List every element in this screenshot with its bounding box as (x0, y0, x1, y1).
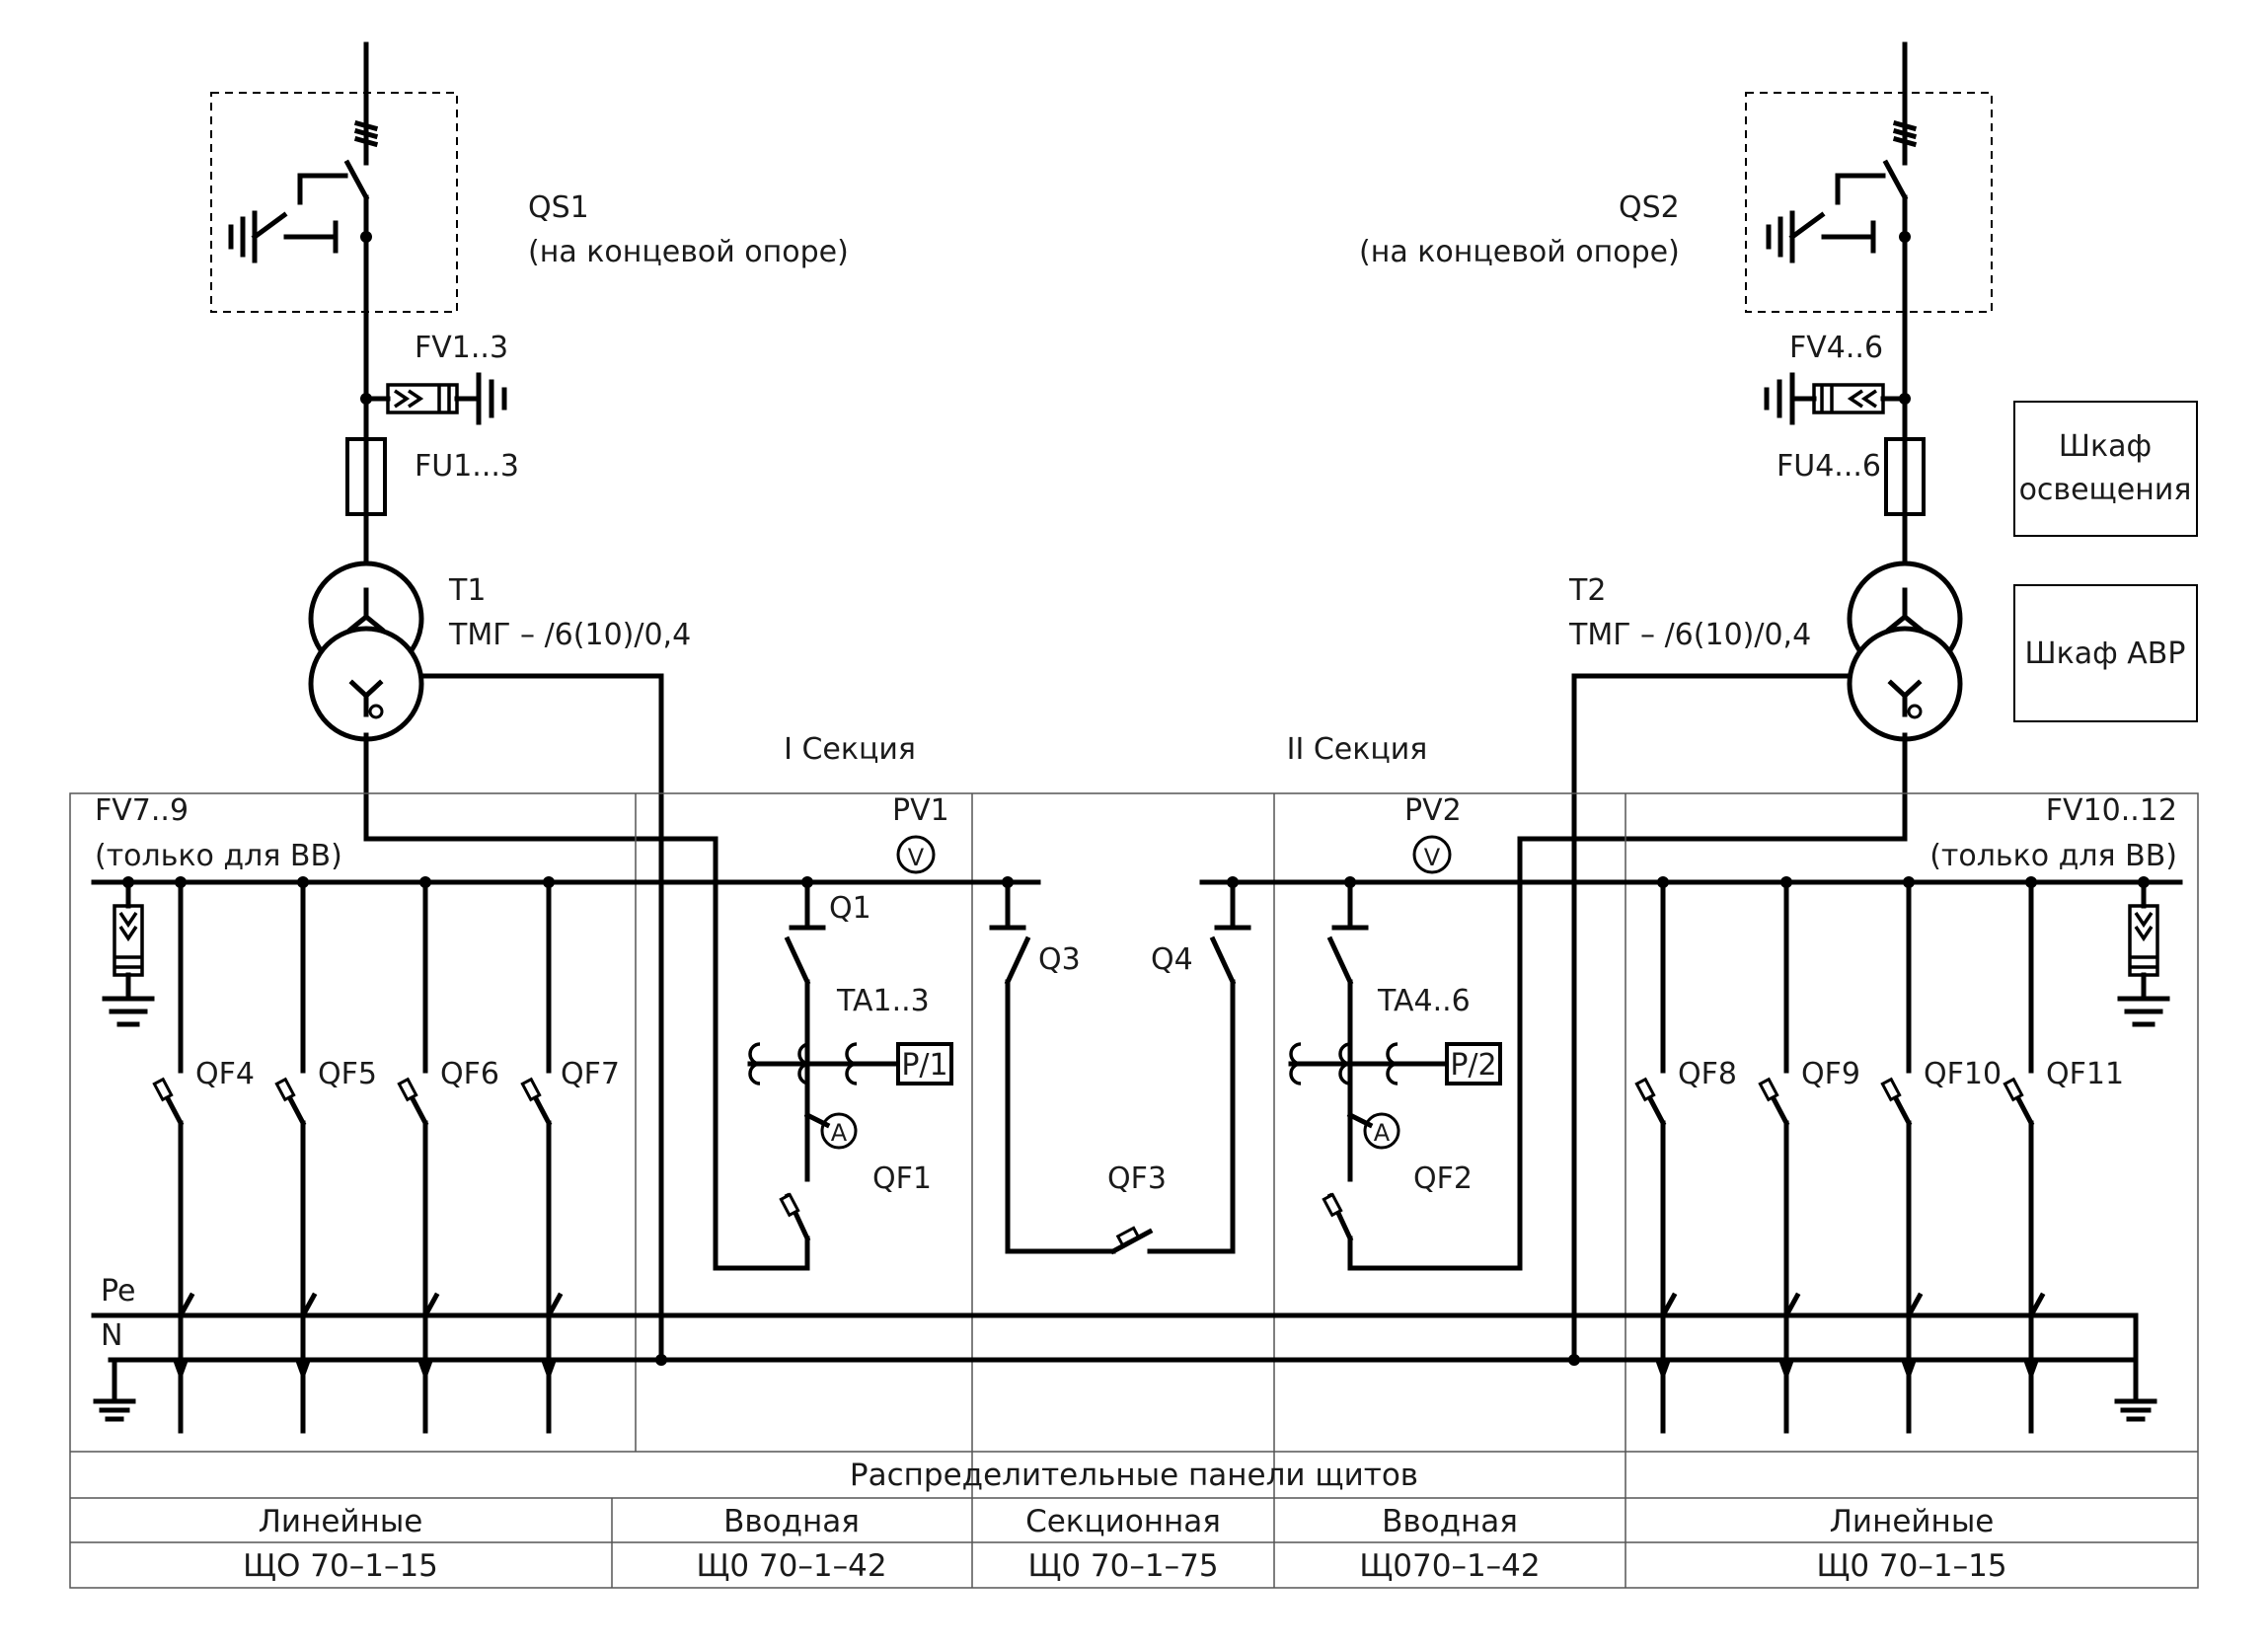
q3-label: Q3 (1038, 942, 1081, 977)
t1-label: T1 (448, 573, 486, 608)
code-cell-3: Щ0 70–1–75 (1027, 1548, 1218, 1584)
fv1-label: FV1..3 (415, 331, 508, 365)
fv4-label: FV4..6 (1789, 331, 1883, 365)
p2-label: P/2 (1450, 1048, 1496, 1083)
section-2-label: II Секция (1287, 732, 1428, 767)
qf8-label: QF8 (1678, 1057, 1737, 1091)
lighting-cabinet-line1: Шкаф (2059, 429, 2152, 464)
feeder-qf4 (152, 879, 195, 1434)
type-cell-2: Вводная (723, 1504, 860, 1539)
feeder-qf9 (1758, 879, 1801, 1434)
qf1-label: QF1 (872, 1161, 932, 1196)
left-pe-earth (93, 1357, 136, 1422)
fu1-label: FU1...3 (415, 449, 519, 484)
avr-cabinet-label: Шкаф АВР (2025, 636, 2186, 671)
fv7-label: FV7..9 (95, 793, 189, 828)
ammeter-2: A (1374, 1119, 1391, 1147)
code-cell-4: Щ070–1–42 (1359, 1548, 1540, 1584)
p1-label: P/1 (901, 1048, 947, 1083)
fv1-arrester (363, 372, 507, 425)
panel-grid (69, 792, 2199, 1589)
type-cell-4: Вводная (1382, 1504, 1518, 1539)
table-header: Распределительные панели щитов (850, 1458, 1418, 1493)
incomer-2: V P/2 A (1288, 835, 1502, 1242)
qs2-label: QS2 (1619, 190, 1680, 225)
type-cell-5: Линейные (1830, 1504, 1995, 1539)
fv7-arrester (102, 879, 155, 1027)
type-cell-3: Секционная (1025, 1504, 1221, 1539)
incomer-1: V P/1 A (747, 835, 953, 1242)
t1-neutral (418, 673, 664, 1363)
lighting-cabinet-line2: освещения (2019, 473, 2192, 507)
t1-type: ТМГ – /6(10)/0,4 (448, 618, 691, 652)
qf5-label: QF5 (318, 1057, 377, 1091)
pv1-v: V (908, 844, 925, 871)
pv1-label: PV1 (892, 793, 949, 828)
qf7-label: QF7 (561, 1057, 620, 1091)
pe-label: Pe (101, 1274, 135, 1309)
t1-transformer (308, 561, 424, 742)
code-cell-2: Щ0 70–1–42 (696, 1548, 886, 1584)
avr-cabinet (2013, 584, 2198, 722)
t2-transformer (1847, 561, 1963, 742)
qf6-label: QF6 (440, 1057, 499, 1091)
feeder-qf6 (397, 879, 440, 1434)
t2-neutral (1571, 673, 1852, 1363)
sectional-panel (989, 879, 1251, 1255)
fv4-arrester (1764, 372, 1908, 425)
pv2-label: PV2 (1404, 793, 1462, 828)
qs2-earth-switch (1766, 173, 1886, 263)
feeder-qf11 (2003, 879, 2046, 1434)
qs1-earth-switch (228, 173, 348, 263)
t2-type: ТМГ – /6(10)/0,4 (1568, 618, 1811, 652)
fv10-note: (только для ВВ) (1929, 839, 2177, 873)
q4-label: Q4 (1151, 942, 1193, 977)
feeder-qf8 (1634, 879, 1678, 1434)
qs2-box (1745, 92, 1993, 313)
ammeter-1: A (831, 1119, 848, 1147)
q1-label: Q1 (829, 891, 871, 926)
fu4-label: FU4...6 (1777, 449, 1881, 484)
qf9-label: QF9 (1801, 1057, 1860, 1091)
ta1-label: TA1..3 (836, 984, 930, 1018)
qs1-note: (на концевой опоре) (528, 235, 849, 269)
t1-secondary-phase (363, 732, 810, 1271)
lighting-cabinet (2013, 401, 2198, 537)
feeder-qf7 (520, 879, 564, 1434)
code-cell-5: Щ0 70–1–15 (1816, 1548, 2006, 1584)
type-cell-1: Линейные (259, 1504, 423, 1539)
t2-secondary-phase (1347, 732, 1908, 1271)
qf2-label: QF2 (1413, 1161, 1473, 1196)
qs2-note: (на концевой опоре) (1359, 235, 1680, 269)
fv10-arrester (2117, 879, 2170, 1027)
pv2-v: V (1424, 844, 1441, 871)
qf3-label: QF3 (1107, 1161, 1167, 1196)
right-pe-earth (2114, 1312, 2157, 1422)
feeder-qf10 (1880, 879, 1924, 1434)
ta4-label: TA4..6 (1377, 984, 1471, 1018)
feeder-qf5 (274, 879, 318, 1434)
qf4-label: QF4 (195, 1057, 255, 1091)
qf10-label: QF10 (1924, 1057, 2002, 1091)
section-1-label: I Секция (784, 732, 916, 767)
code-cell-1: ЩО 70–1–15 (243, 1548, 438, 1584)
qf11-label: QF11 (2046, 1057, 2124, 1091)
t2-label: T2 (1568, 573, 1606, 608)
n-label: N (101, 1318, 122, 1353)
fv7-note: (только для ВВ) (95, 839, 342, 873)
qs1-label: QS1 (528, 190, 589, 225)
fv10-label: FV10..12 (2046, 793, 2177, 828)
qs1-box (210, 92, 458, 313)
